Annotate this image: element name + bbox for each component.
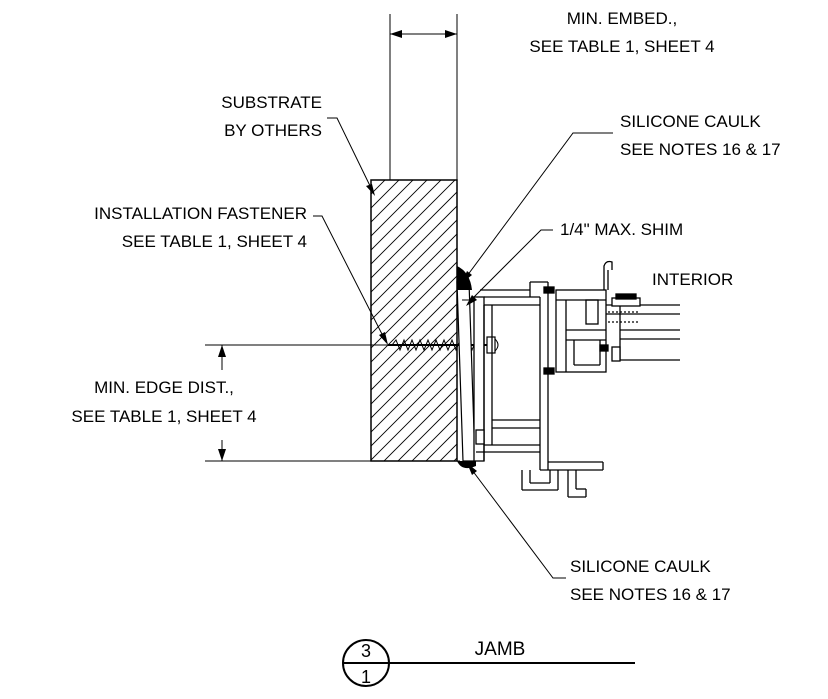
- substrate-block: [370, 179, 458, 462]
- caulk-bottom-label-line2: SEE NOTES 16 & 17: [570, 585, 731, 604]
- min-embed-label-line2: SEE TABLE 1, SHEET 4: [529, 37, 714, 56]
- window-frame-profile: [473, 260, 680, 498]
- substrate-label-line2: BY OTHERS: [224, 121, 322, 140]
- caulk-top-label-line1: SILICONE CAULK: [620, 112, 761, 131]
- caulk-bottom-label-line1: SILICONE CAULK: [570, 557, 711, 576]
- shim: [456, 281, 476, 462]
- min-embed-dimension: [389, 14, 458, 180]
- detail-sheet: 1: [361, 667, 371, 687]
- interior-label: INTERIOR: [652, 270, 733, 289]
- edge-dist-label-line1: MIN. EDGE DIST.,: [94, 378, 234, 397]
- caulk-top-label-line2: SEE NOTES 16 & 17: [620, 140, 781, 159]
- shim-label: 1/4" MAX. SHIM: [560, 220, 683, 239]
- substrate-label-line1: SUBSTRATE: [221, 93, 322, 112]
- fastener-label-line1: INSTALLATION FASTENER: [94, 204, 307, 223]
- annotations: MIN. EMBED., SEE TABLE 1, SHEET 4 SUBSTR…: [71, 9, 780, 604]
- detail-number: 3: [361, 641, 371, 661]
- edge-dist-label-line2: SEE TABLE 1, SHEET 4: [71, 407, 256, 426]
- fastener-label-line2: SEE TABLE 1, SHEET 4: [122, 232, 307, 251]
- detail-title: JAMB: [475, 639, 526, 660]
- min-embed-label-line1: MIN. EMBED.,: [567, 9, 678, 28]
- silicone-caulk-bottom: [457, 461, 476, 469]
- detail-callout: 3 1 JAMB: [342, 639, 635, 687]
- min-edge-dimension: [205, 344, 460, 462]
- leader-lines: [313, 117, 613, 579]
